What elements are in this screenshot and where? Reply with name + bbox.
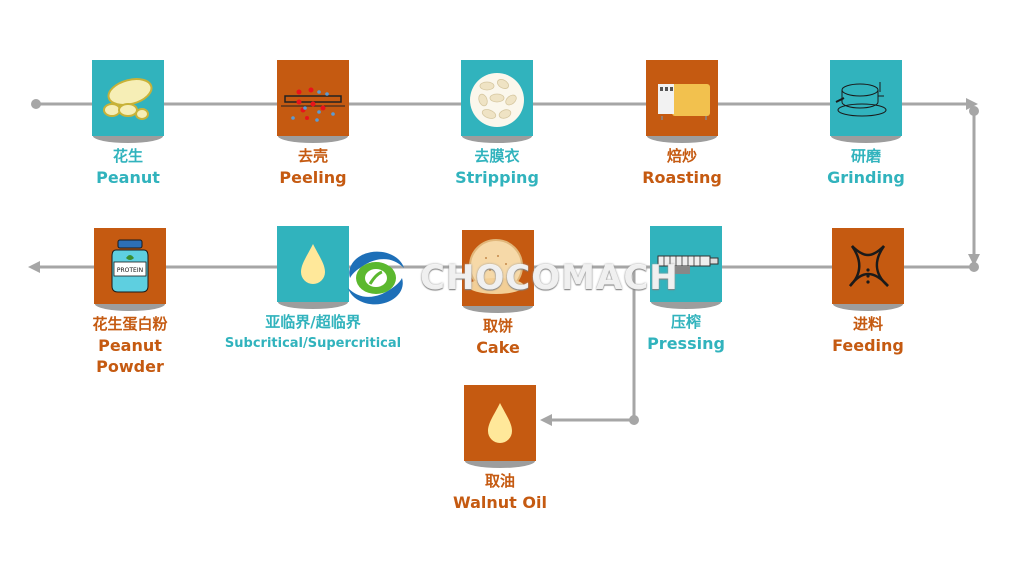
label-en: Peeling (279, 168, 347, 187)
label-zh: 进料 (852, 315, 883, 333)
tile-shadow (462, 136, 532, 143)
label-zh: 焙炒 (666, 147, 697, 165)
label-zh: 亚临界/超临界 (265, 313, 361, 331)
arrow-right (966, 98, 978, 110)
step-tile (830, 60, 902, 136)
tile-shadow (278, 136, 348, 143)
start-dot (31, 99, 41, 109)
step-label: 进料 Feeding (768, 314, 968, 356)
watermark-text: CHOCOMACH (420, 258, 679, 298)
label-en: Peanut (98, 336, 162, 355)
tile-shadow (95, 304, 165, 311)
corner-dot (969, 106, 979, 116)
branch-dot (629, 415, 639, 425)
peeling-machine-icon (281, 87, 345, 122)
label-en: Pressing (647, 334, 725, 353)
label-en: Peanut (96, 168, 160, 187)
tile-shadow (278, 302, 348, 309)
step-tile (646, 60, 718, 136)
label-en: Stripping (455, 168, 539, 187)
tile-shadow (833, 304, 903, 311)
peeled-kernels-icon (470, 73, 524, 127)
label-zh: 去膜衣 (474, 147, 520, 165)
step-label: 压榨 Pressing (586, 312, 786, 354)
tile-shadow (465, 461, 535, 468)
step-label: 去壳 Peeling (213, 146, 413, 188)
protein-jar-icon: PROTEIN (111, 239, 149, 293)
label-en: Grinding (827, 168, 905, 187)
chocomach-logo-icon (348, 251, 404, 305)
press-machine-icon (657, 255, 719, 274)
step-tile: PROTEIN (94, 228, 166, 304)
tile-shadow (651, 302, 721, 309)
step-tile (650, 226, 722, 302)
oil-drop-icon (488, 403, 512, 443)
label-en: Cake (476, 338, 520, 357)
oil-drop-icon (301, 244, 325, 284)
grinder-icon (835, 82, 887, 117)
corner-dot-bottom (969, 262, 979, 272)
label-en: Feeding (832, 336, 904, 355)
step-label: 亚临界/超临界 Subcritical/Supercritical (213, 312, 413, 354)
chocomach-watermark: CHOCOMACH (340, 248, 720, 308)
arrow-left (28, 261, 40, 273)
tile-shadow (463, 306, 533, 313)
label-zh: 压榨 (670, 313, 701, 331)
label-en: Roasting (642, 168, 722, 187)
tile-shadow (831, 136, 901, 143)
label-zh: 取油 (484, 472, 515, 490)
step-label: 去膜衣 Stripping (397, 146, 597, 188)
step-tile (277, 60, 349, 136)
arrow-down (968, 254, 980, 266)
step-label: 花生 Peanut (28, 146, 228, 188)
tile-shadow (93, 136, 163, 143)
label-zh: 去壳 (297, 147, 328, 165)
step-label: 花生蛋白粉 Peanut Powder (30, 314, 230, 377)
step-label: 取饼 Cake (398, 316, 598, 358)
step-tile (277, 226, 349, 302)
label-zh: 研磨 (850, 147, 881, 165)
cake-icon (468, 239, 524, 294)
peanuts-icon (103, 78, 153, 120)
roaster-icon (658, 84, 710, 120)
tile-shadow (647, 136, 717, 143)
jar-label: PROTEIN (117, 267, 143, 274)
arrow-left-oil (540, 414, 552, 426)
step-tile (461, 60, 533, 136)
step-tile (462, 230, 534, 306)
step-tile (464, 385, 536, 461)
step-tile (832, 228, 904, 304)
label-en-line2: Powder (96, 357, 164, 376)
step-label: 取油 Walnut Oil (400, 471, 600, 513)
step-label: 焙炒 Roasting (582, 146, 782, 188)
label-en: Walnut Oil (453, 493, 547, 512)
label-zh: 花生蛋白粉 (92, 315, 168, 333)
step-label: 研磨 Grinding (766, 146, 966, 188)
feeding-icon (849, 245, 889, 287)
label-en: Subcritical/Supercritical (224, 336, 402, 351)
label-zh: 取饼 (482, 317, 513, 335)
label-zh: 花生 (112, 147, 143, 165)
step-tile (92, 60, 164, 136)
